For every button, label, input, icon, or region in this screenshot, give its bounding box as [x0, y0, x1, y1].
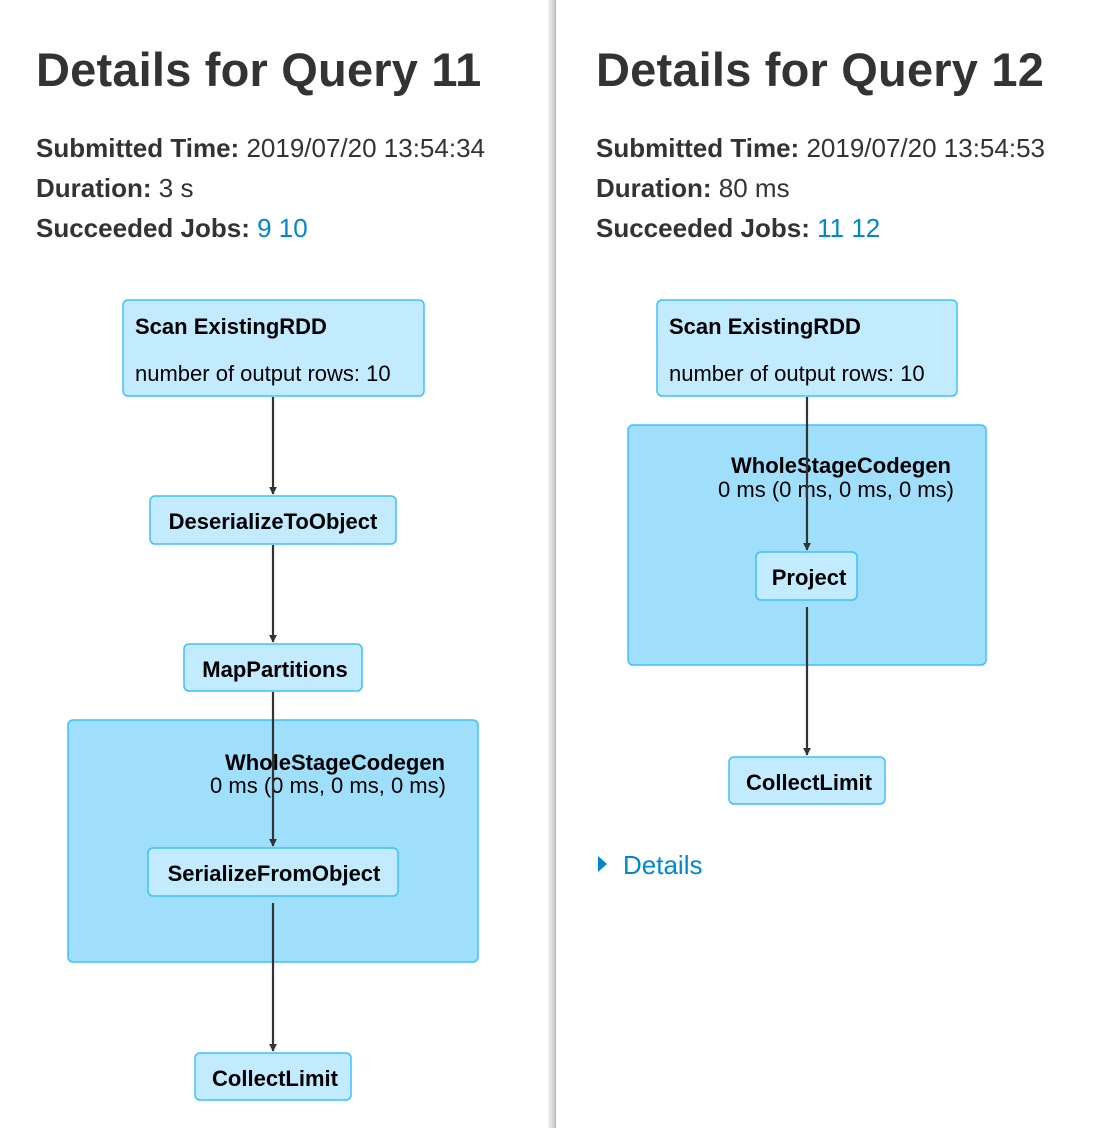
- duration-label: Duration:: [596, 173, 712, 203]
- node-metric: number of output rows: 10: [669, 361, 925, 386]
- submitted-time-value: 2019/07/20 13:54:53: [806, 133, 1045, 163]
- node-title: CollectLimit: [746, 770, 873, 795]
- job-link-11[interactable]: 11: [817, 213, 845, 243]
- panel-divider: [548, 0, 556, 1128]
- node-map-partitions[interactable]: MapPartitions: [183, 643, 363, 692]
- query-12-panel: Details for Query 12 Submitted Time: 201…: [556, 0, 1102, 1128]
- node-collect-limit[interactable]: CollectLimit: [194, 1052, 352, 1101]
- node-metric: number of output rows: 10: [135, 361, 391, 386]
- duration-value: 80 ms: [718, 173, 790, 203]
- codegen-title: WholeStageCodegen: [731, 453, 951, 478]
- node-collect-limit[interactable]: CollectLimit: [728, 756, 886, 805]
- submitted-time-label: Submitted Time:: [596, 133, 800, 163]
- duration-value: 3 s: [158, 173, 194, 203]
- query-summary: Submitted Time: 2019/07/20 13:54:34 Dura…: [36, 128, 485, 248]
- node-deserialize-to-object[interactable]: DeserializeToObject: [149, 495, 397, 545]
- query-11-panel: Details for Query 11 Submitted Time: 201…: [0, 0, 548, 1128]
- duration-row: Duration: 3 s: [36, 168, 485, 208]
- codegen-title: WholeStageCodegen: [225, 750, 445, 775]
- details-toggle-label: Details: [623, 850, 703, 880]
- node-title: Scan ExistingRDD: [135, 314, 327, 339]
- submitted-time-label: Submitted Time:: [36, 133, 240, 163]
- query-summary: Submitted Time: 2019/07/20 13:54:53 Dura…: [596, 128, 1045, 248]
- succeeded-jobs-label: Succeeded Jobs:: [36, 213, 250, 243]
- duration-row: Duration: 80 ms: [596, 168, 1045, 208]
- page-title: Details for Query 12: [596, 43, 1045, 96]
- triangle-right-icon: [598, 856, 607, 872]
- job-link-10[interactable]: 10: [278, 213, 308, 243]
- submitted-time-value: 2019/07/20 13:54:34: [246, 133, 485, 163]
- node-title: Scan ExistingRDD: [669, 314, 861, 339]
- succeeded-jobs-row: Succeeded Jobs: 11 12: [596, 208, 1045, 248]
- job-link-12[interactable]: 12: [851, 213, 881, 243]
- job-link-9[interactable]: 9: [257, 213, 272, 243]
- node-title: SerializeFromObject: [168, 861, 381, 886]
- submitted-time-row: Submitted Time: 2019/07/20 13:54:34: [36, 128, 485, 168]
- succeeded-jobs-label: Succeeded Jobs:: [596, 213, 810, 243]
- query-plan-graph: WholeStageCodegen 0 ms (0 ms, 0 ms, 0 ms…: [67, 299, 479, 1101]
- node-title: DeserializeToObject: [169, 509, 378, 534]
- node-scan-existing-rdd[interactable]: Scan ExistingRDD number of output rows: …: [122, 299, 425, 397]
- node-project[interactable]: Project: [755, 551, 858, 601]
- duration-label: Duration:: [36, 173, 152, 203]
- node-title: CollectLimit: [212, 1066, 339, 1091]
- node-serialize-from-object[interactable]: SerializeFromObject: [147, 847, 399, 897]
- node-title: Project: [772, 565, 847, 590]
- codegen-metric: 0 ms (0 ms, 0 ms, 0 ms): [210, 773, 446, 798]
- submitted-time-row: Submitted Time: 2019/07/20 13:54:53: [596, 128, 1045, 168]
- node-title: MapPartitions: [202, 657, 347, 682]
- codegen-metric: 0 ms (0 ms, 0 ms, 0 ms): [718, 477, 954, 502]
- succeeded-jobs-row: Succeeded Jobs: 9 10: [36, 208, 485, 248]
- details-toggle[interactable]: Details: [598, 850, 702, 881]
- query-plan-graph: WholeStageCodegen 0 ms (0 ms, 0 ms, 0 ms…: [627, 299, 987, 805]
- page-title: Details for Query 11: [36, 43, 482, 96]
- node-scan-existing-rdd[interactable]: Scan ExistingRDD number of output rows: …: [656, 299, 958, 397]
